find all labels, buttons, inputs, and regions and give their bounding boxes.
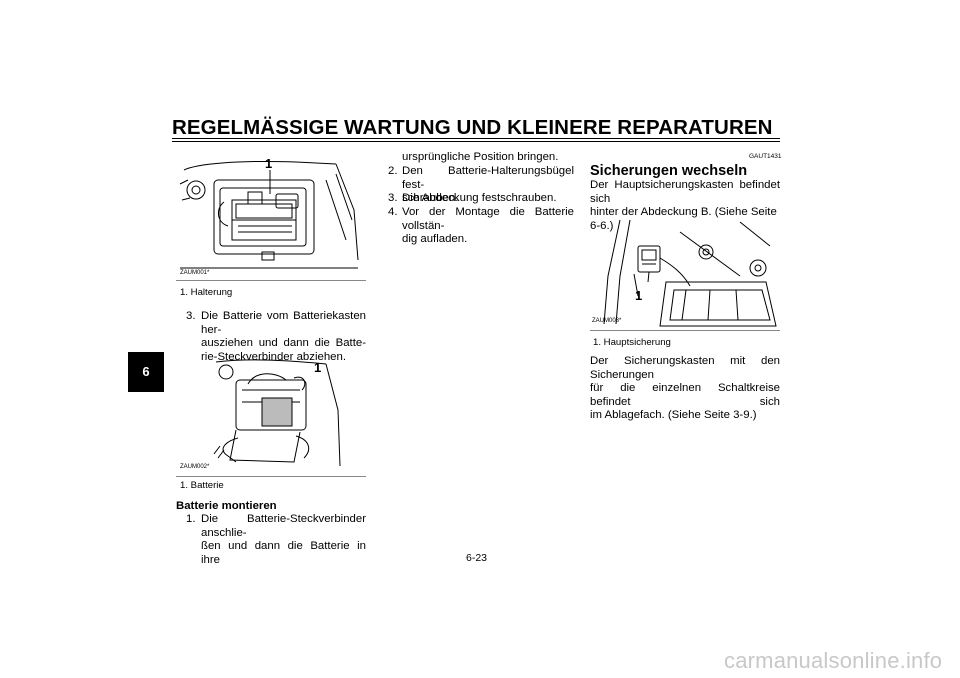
- section-heading-fuses: Sicherungen wechseln: [590, 163, 748, 179]
- outro-line-1: Der Sicherungskasten mit den Sicherungen: [590, 355, 780, 381]
- fuse-box-paragraph: Der Sicherungskasten mit den Sicherungen…: [590, 355, 780, 423]
- step-3-line-1: Die Batterie vom Batteriekasten her-: [201, 310, 366, 336]
- figure3-code: ZAUM003*: [592, 318, 622, 324]
- step-2-fasten-bracket: 2. Den Batterie-Halterungsbügel fest- sc…: [388, 165, 574, 206]
- figure3-callout: 1: [635, 288, 642, 303]
- battery-holder-illustration: 1 ZAUM001*: [179, 156, 359, 276]
- step-1-line-2: ßen und dann die Batterie in ihre: [201, 540, 366, 566]
- figure1-rule: [176, 280, 366, 281]
- step-4-line-1: Vor der Montage die Batterie vollstän-: [402, 206, 574, 232]
- figure2-rule: [176, 476, 366, 477]
- step-3-remove-battery: 3. Die Batterie vom Batteriekasten her- …: [186, 310, 366, 364]
- page-number: 6-23: [466, 552, 488, 564]
- intro-line-2: hinter der Abdeckung B. (Siehe Seite 6-6…: [590, 206, 777, 232]
- watermark: carmanualsonline.info: [724, 648, 943, 673]
- battery-illustration: 1 ZAUM002*: [180, 359, 341, 470]
- step-1-connect-battery: 1. Die Batterie-Steckverbinder anschlie-…: [186, 513, 366, 567]
- subheading-install-battery: Batterie montieren: [176, 500, 277, 512]
- figure1-code: ZAUM001*: [180, 270, 210, 276]
- figure2-code: ZAUM002*: [180, 464, 210, 470]
- continuation-text: ursprüngliche Position bringen.: [402, 151, 574, 165]
- step-4-charge-battery: 4. Vor der Montage die Batterie vollstän…: [388, 206, 574, 247]
- step-3-fasten-cover: 3. Die Abdeckung festschrauben.: [388, 192, 574, 206]
- figure3-rule: [590, 330, 780, 331]
- header-rule-bottom: [172, 141, 780, 142]
- figure2-callout: 1: [314, 360, 321, 375]
- continuation-line: ursprüngliche Position bringen.: [402, 151, 559, 163]
- page-title: REGELMÄSSIGE WARTUNG UND KLEINERE REPARA…: [172, 116, 773, 139]
- fuse-intro-paragraph: Der Hauptsicherungskasten befindet sich …: [590, 179, 780, 233]
- step-2-line-1: Den Batterie-Halterungsbügel fest-: [402, 165, 574, 191]
- step-4-line-2: dig aufladen.: [402, 233, 468, 246]
- outro-line-2: für die einzelnen Schaltkreise befindet …: [590, 382, 780, 408]
- figure-battery: 1 ZAUM002*: [176, 350, 366, 474]
- figure2-caption: 1. Batterie: [180, 480, 224, 491]
- main-fuse-illustration: 1 ZAUM003*: [592, 219, 777, 327]
- figure-main-fuse: 1 ZAUM003*: [590, 216, 780, 328]
- step-3-mid-line-1: Die Abdeckung festschrauben.: [402, 192, 557, 204]
- reference-code: GAUT1431: [749, 153, 782, 160]
- figure1-callout: 1: [265, 156, 272, 171]
- step-1-line-1: Die Batterie-Steckverbinder anschlie-: [201, 513, 366, 539]
- figure3-caption: 1. Hauptsicherung: [593, 337, 671, 348]
- step-4-number: 4.: [388, 206, 398, 218]
- step-2-line-2: schrauben.: [402, 192, 459, 205]
- step-2-number: 2.: [388, 165, 398, 177]
- figure1-caption: 1. Halterung: [180, 287, 233, 298]
- header-rule-top: [172, 138, 780, 139]
- outro-line-3: im Ablagefach. (Siehe Seite 3-9.): [590, 409, 757, 422]
- figure-battery-holder: 1 ZAUM001*: [176, 150, 366, 278]
- step-3-number: 3.: [186, 310, 196, 322]
- section-tab: 6: [128, 352, 164, 392]
- step-3-line-2: ausziehen und dann die Batte-: [201, 337, 366, 350]
- step-3-mid-number: 3.: [388, 192, 398, 204]
- step-1-number: 1.: [186, 513, 196, 525]
- intro-line-1: Der Hauptsicherungskasten befindet sich: [590, 179, 780, 205]
